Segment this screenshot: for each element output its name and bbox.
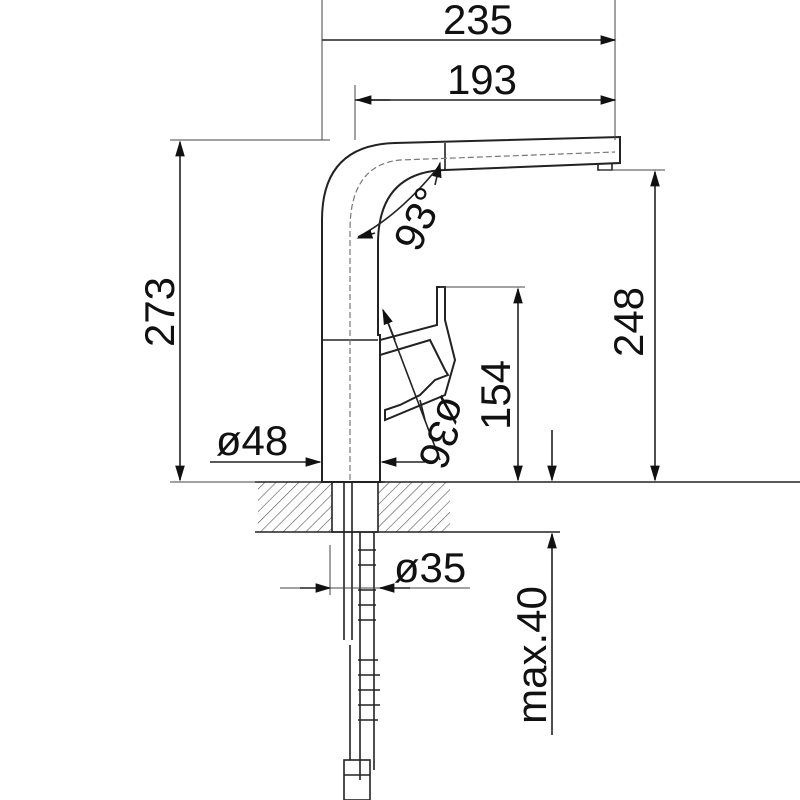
- dimension-lines: [170, 0, 665, 735]
- dim-spout-reach: 193: [447, 56, 517, 103]
- dim-spout-height: 248: [605, 287, 652, 357]
- dim-overall-reach: 235: [443, 0, 513, 43]
- dim-spout-angle: 93°: [384, 180, 453, 257]
- dim-lever-height: 154: [472, 360, 519, 430]
- faucet-body: [321, 135, 621, 483]
- dim-base-diameter: ø48: [216, 417, 288, 464]
- shank-and-hoses: [331, 481, 380, 800]
- countertop: [255, 481, 800, 533]
- dim-max-counter-thickness: max.40: [508, 586, 555, 724]
- dim-overall-height: 273: [136, 277, 183, 347]
- dim-shank-diameter: ø35: [394, 544, 466, 591]
